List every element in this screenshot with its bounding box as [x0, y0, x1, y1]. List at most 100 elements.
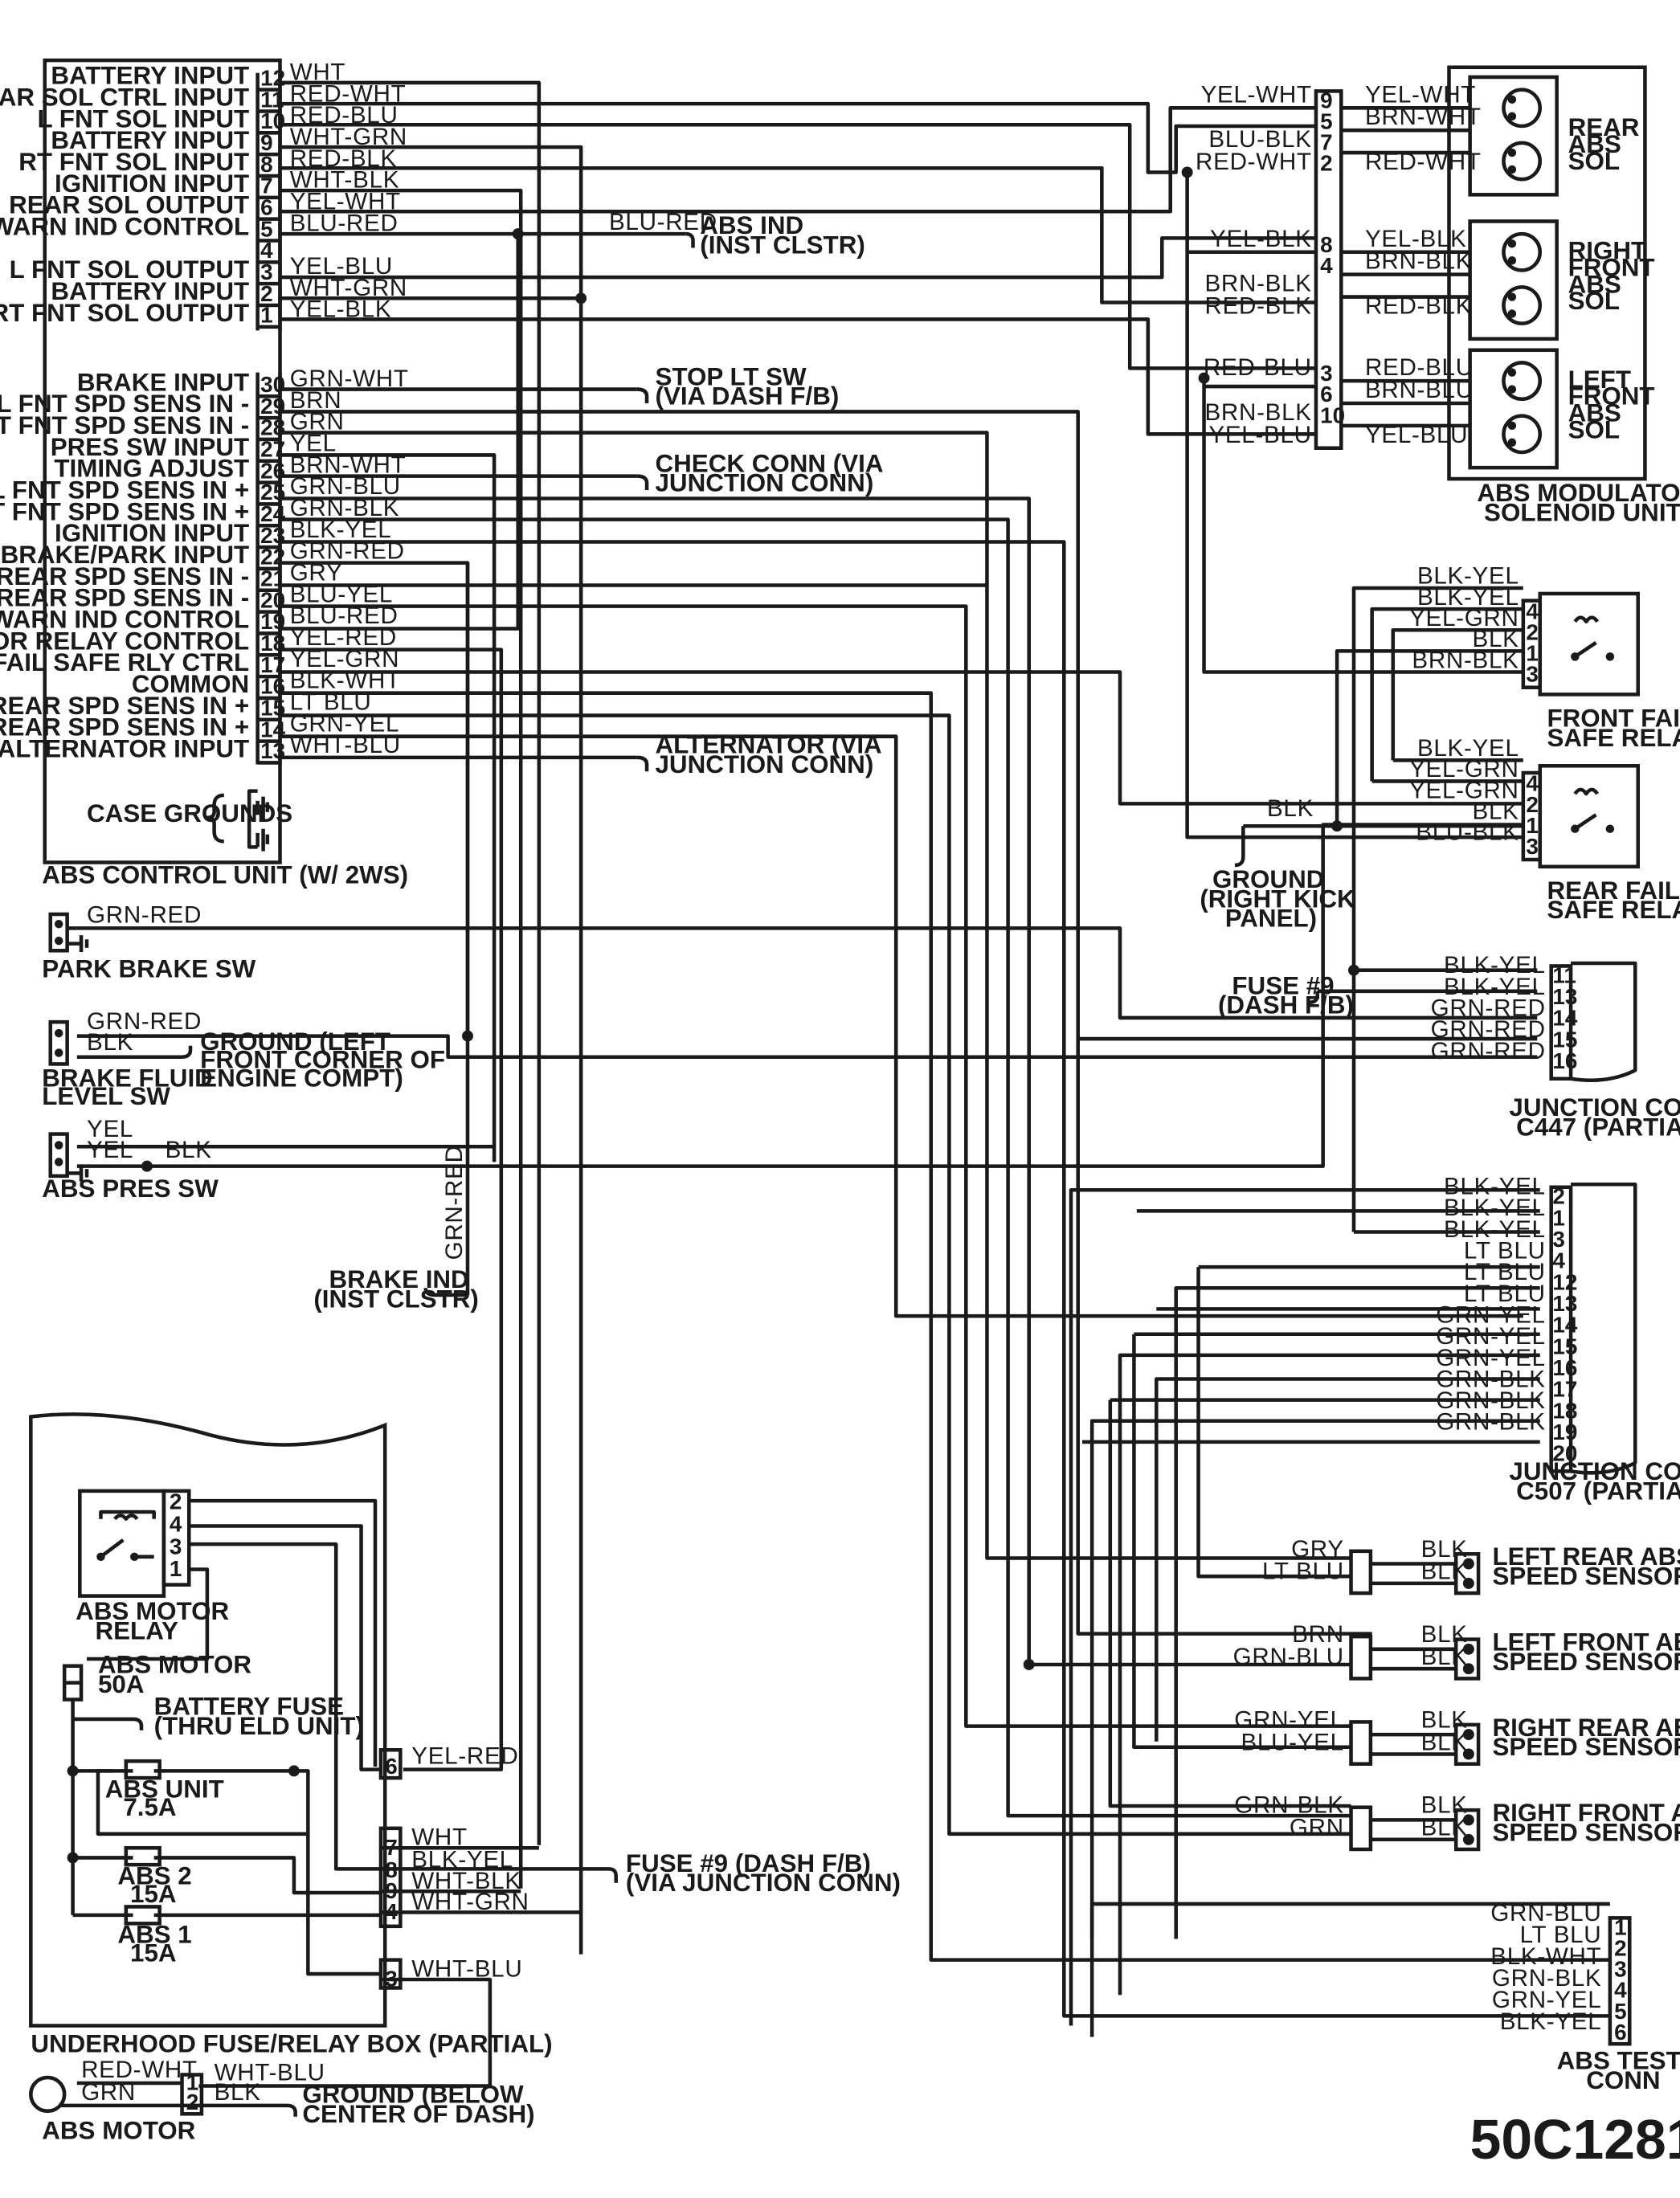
motor-fuse-l1: ABS MOTOR: [98, 1650, 251, 1678]
sensor-name: LEFT REAR ABS: [1493, 1542, 1680, 1571]
motor-g2: CENTER OF DASH): [302, 2100, 534, 2128]
motor-w3: WHT-BLU: [215, 2059, 325, 2086]
motor-w1: RED-WHT: [81, 2057, 198, 2083]
brake-ind-wire: GRN-RED: [441, 1145, 468, 1260]
fuse-box-pin: 8: [385, 1857, 398, 1882]
sensor-wire-1: GRN-YEL: [1234, 1706, 1344, 1733]
junction-wire: GRN-BLK: [1436, 1409, 1546, 1436]
test-conn-subtitle: CONN: [1586, 2066, 1660, 2094]
junction-pin: 20: [1552, 1441, 1577, 1466]
cu-pin-label: BATTERY INPUT: [51, 62, 249, 90]
abs-unit-l1: ABS UNIT: [105, 1775, 224, 1804]
junction-wire: BLK-YEL: [1444, 952, 1546, 978]
speed-sensor-icon: [1453, 1808, 1481, 1852]
cu-pin-number: 28: [260, 415, 285, 440]
relay-wire: YEL-GRN: [1409, 605, 1519, 631]
cu-pin-label: BRAKE INPUT: [77, 368, 249, 396]
sensor-connector: [1349, 1805, 1373, 1852]
speed-sensor-icon: [1453, 1637, 1481, 1681]
junction-wire: GRN-YEL: [1436, 1301, 1546, 1328]
relay-coil-icon: [1573, 787, 1600, 796]
solenoid-name: ABS: [1568, 130, 1621, 158]
solenoid-left-wire: YEL-BLU: [1208, 422, 1311, 448]
sensor-subname: SPEED SENSOR: [1493, 1648, 1680, 1676]
junction-conn-c507: 2134121314151617181920BLK-YELBLK-YELBLK-…: [1436, 1173, 1680, 1505]
cu-pin-label: ALTERNATOR INPUT: [0, 734, 249, 762]
brake-fluid-g3: ENGINE COMPT): [200, 1064, 403, 1092]
solenoid-left-wire: YEL-WHT: [1201, 81, 1312, 108]
test-conn-wire: BLK-YEL: [1500, 2008, 1602, 2035]
relay-pin: 3: [1526, 662, 1539, 687]
cu-pin-label: L REAR SPD SENS IN +: [0, 692, 249, 720]
sensor-connector: [1349, 1549, 1373, 1595]
relay-body: [1538, 591, 1640, 697]
relay-wire: BLK-YEL: [1417, 735, 1519, 762]
cu-pin-number: 10: [260, 108, 285, 133]
cu-pin-label: L FNT SPD SENS IN +: [0, 476, 249, 504]
cu-pin-number: 27: [260, 437, 285, 462]
battery-fuse-l1: BATTERY FUSE: [154, 1693, 344, 1721]
cu-pin-number: 4: [260, 238, 273, 263]
ground-kick-wire: BLK: [1267, 795, 1314, 822]
junction-wire: LT BLU: [1464, 1259, 1546, 1285]
cu-pin-label: IGNITION INPUT: [55, 170, 249, 198]
abs-control-unit: BATTERY INPUT12WHTREAR SOL CTRL INPUT11R…: [0, 58, 408, 889]
junction-connector-body: [1549, 1185, 1573, 1473]
fuse-box-pin: 6: [385, 1754, 398, 1779]
motor-w4: BLK: [215, 2079, 261, 2106]
cu-pin-label: TIMING ADJUST: [54, 455, 249, 483]
test-conn-pin: 4: [1614, 1978, 1627, 2003]
fuse-box-wire: WHT-BLU: [411, 1956, 522, 1983]
abs-motor-label: ABS MOTOR: [42, 2117, 195, 2145]
junction-subtitle: C507 (PARTIAL): [1516, 1477, 1680, 1505]
fuse-box-wire: WHT-BLK: [411, 1868, 521, 1894]
junction-pin: 12: [1552, 1269, 1577, 1294]
solenoid-left-wire: YEL-BLK: [1210, 226, 1312, 252]
fuse9-l2: (DASH F/B): [1218, 991, 1354, 1019]
cu-pin-number: 11: [260, 87, 284, 112]
motor-pin2: 2: [186, 2090, 199, 2114]
control-unit-title: ABS CONTROL UNIT (W/ 2WS): [42, 861, 408, 889]
junction-wire: GRN-YEL: [1436, 1345, 1546, 1371]
cu-pin-number: 5: [260, 216, 273, 241]
relay-wire: BRN-BLK: [1412, 647, 1519, 673]
modulator-title1: ABS MODULATOR: [1477, 479, 1680, 507]
cu-pin-label: L FNT SPD SENS IN -: [0, 390, 249, 418]
cu-pin-label: RT FNT SPD SENS IN +: [0, 497, 249, 525]
abs1-l1: ABS 1: [117, 1921, 191, 1949]
brake-fluid-l1: BRAKE FLUID: [42, 1064, 213, 1092]
fuse-box-wire: WHT-GRN: [411, 1889, 529, 1915]
test-conn-title: ABS TEST: [1557, 2047, 1680, 2075]
solenoid-name: RIGHT: [1568, 237, 1647, 265]
solenoid-name: ABS: [1568, 399, 1621, 427]
solenoid-right-wire: RED-BLU: [1365, 354, 1474, 381]
relay-coil-icon: [1573, 615, 1600, 624]
solenoid-name: FRONT: [1568, 253, 1655, 281]
sensor-ret-2: BLK: [1421, 1729, 1468, 1755]
battery-fuse-l2: (THRU ELD UNIT): [154, 1712, 364, 1740]
cu-pin-label: L FNT SOL INPUT: [37, 104, 249, 133]
test-conn-body: [1608, 1916, 1632, 2046]
test-conn-wire: GRN-BLK: [1492, 1965, 1602, 1992]
junction-wire: LT BLU: [1464, 1237, 1546, 1264]
solenoid-pin: 2: [1320, 151, 1333, 176]
sensor-subname: SPEED SENSOR: [1493, 1563, 1680, 1591]
sensor-wire-2: LT BLU: [1262, 1559, 1344, 1585]
speed-sensor-icon: [1453, 1722, 1481, 1766]
motor-w2: GRN: [81, 2079, 136, 2106]
relay-title: REAR FAIL: [1547, 876, 1680, 905]
relay-pin: 1: [1526, 641, 1539, 666]
solenoid-pin: 8: [1320, 232, 1333, 257]
sensor-connector: [1349, 1634, 1373, 1681]
test-conn-pin: 6: [1614, 2020, 1627, 2045]
cu-pin-number: 26: [260, 458, 285, 483]
abs-motor: 1 2 RED-WHT GRN WHT-BLU BLK GROUND (BELO…: [29, 2057, 535, 2145]
modulator-connector: [1314, 89, 1343, 451]
stop-lt-sub: (VIA DASH F/B): [655, 382, 839, 411]
junction-wire: GRN-BLK: [1436, 1366, 1546, 1392]
cu-pin-label: REAR SOL OUTPUT: [9, 191, 249, 219]
sensor-ret-1: BLK: [1421, 1536, 1468, 1563]
abs-ind-wire: BLU-RED: [609, 209, 717, 235]
